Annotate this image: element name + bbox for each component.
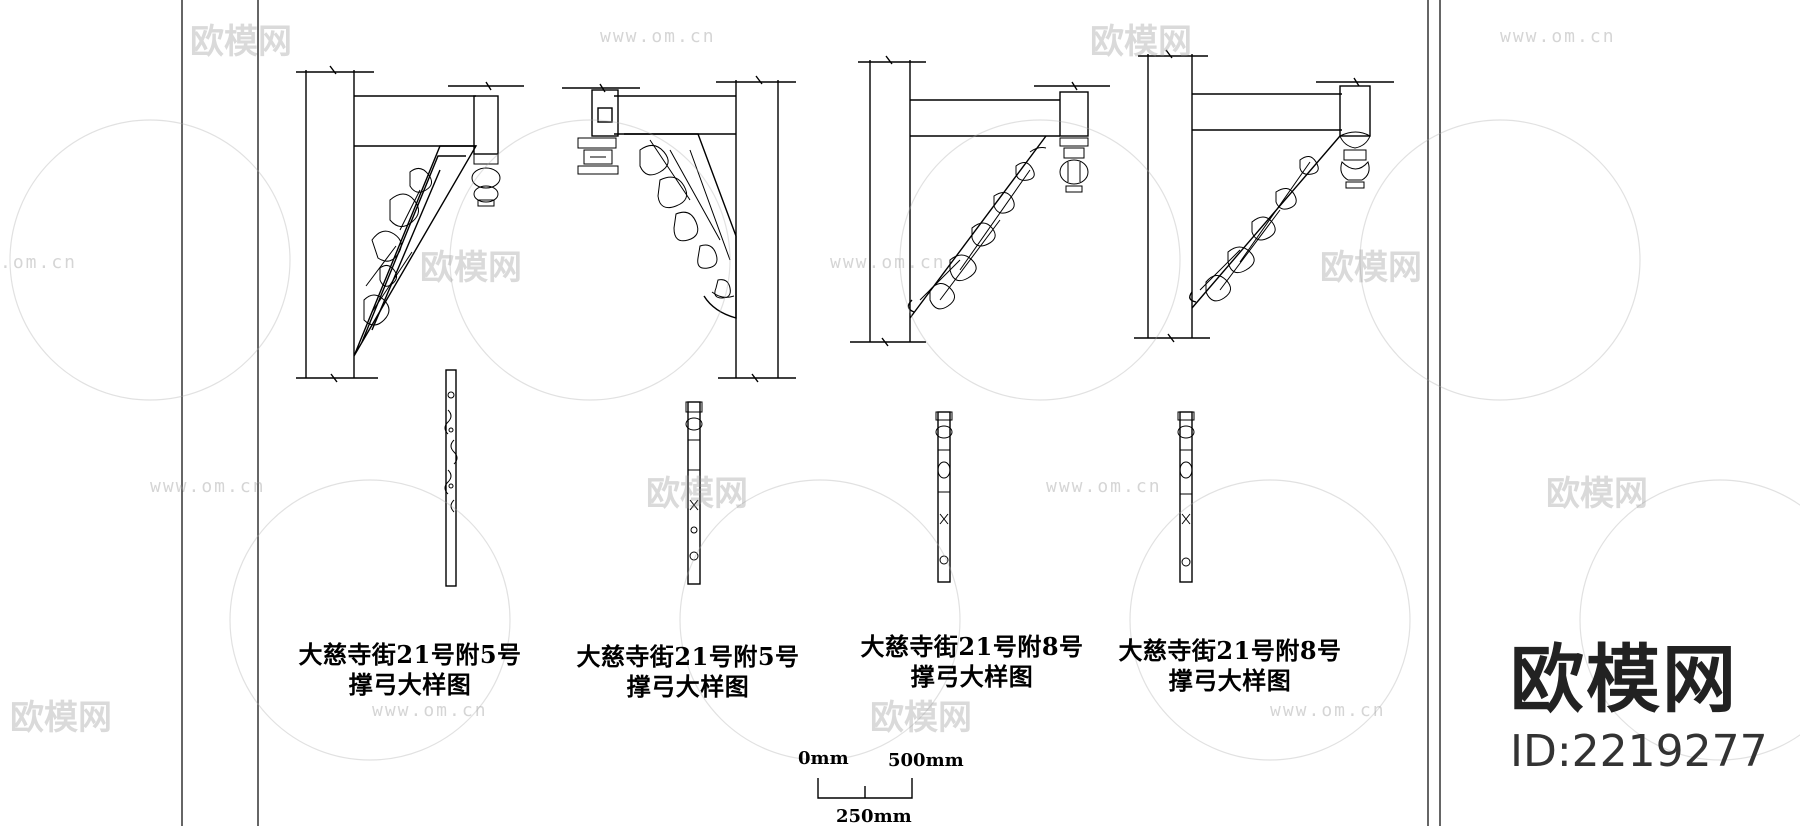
caption-line-2: 撑弓大样图 [626, 672, 750, 701]
caption-line-2: 撑弓大样图 [910, 662, 1034, 691]
scale-mid-label: 250mm [836, 806, 912, 827]
detail-caption-2: 大慈寺街21号附5号 撑弓大样图 [558, 642, 818, 702]
caption-line-1: 大慈寺街21号附8号 [1118, 636, 1342, 665]
bracket-elevation-4 [1134, 49, 1394, 583]
caption-line-1: 大慈寺街21号附8号 [860, 632, 1084, 661]
detail-caption-3: 大慈寺街21号附8号 撑弓大样图 [842, 632, 1102, 692]
caption-line-1: 大慈寺街21号附5号 [298, 640, 522, 669]
detail-caption-1: 大慈寺街21号附5号 撑弓大样图 [280, 640, 540, 700]
brand-name: 欧模网 [1510, 637, 1738, 723]
watermark-pattern [9, 119, 1800, 761]
scale-bar [817, 778, 913, 799]
caption-line-1: 大慈寺街21号附5号 [576, 642, 800, 671]
scale-start-label: 0mm [798, 748, 849, 769]
caption-line-2: 撑弓大样图 [348, 670, 472, 699]
detail-caption-4: 大慈寺街21号附8号 撑弓大样图 [1100, 636, 1360, 696]
bracket-elevation-1 [296, 65, 524, 587]
bracket-elevation-2 [562, 75, 796, 585]
brand-block: 欧模网 ID:2219277 [1510, 640, 1768, 778]
scale-end-label: 500mm [888, 750, 964, 771]
model-id: ID:2219277 [1510, 726, 1768, 777]
bracket-elevation-3 [850, 55, 1110, 583]
caption-line-2: 撑弓大样图 [1168, 666, 1292, 695]
